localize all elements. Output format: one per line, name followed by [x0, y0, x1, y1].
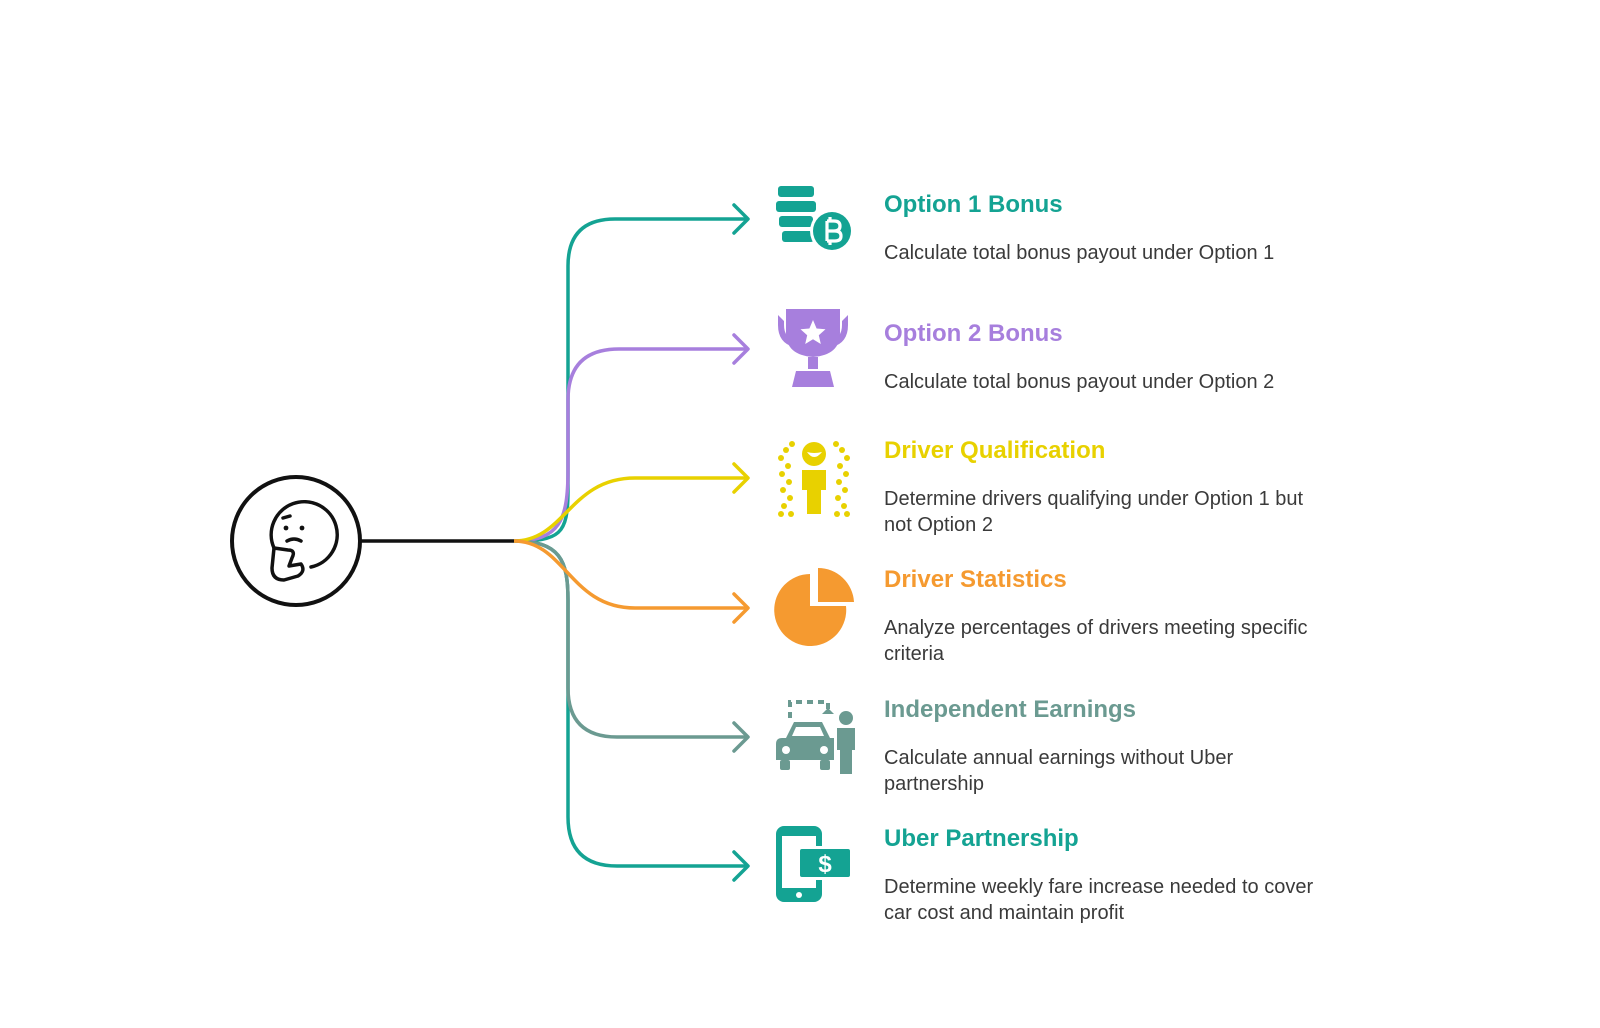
connector-driver-qualification — [513, 476, 748, 543]
arrowhead — [732, 592, 750, 624]
branch-independent-earnings: Independent Earnings Calculate annual ea… — [884, 695, 1324, 797]
branch-title: Independent Earnings — [884, 696, 1137, 723]
branch-driver-statistics: Driver Statistics Analyze percentages of… — [884, 565, 1324, 667]
branch-title: Option 1 Bonus — [884, 191, 1063, 218]
central-node — [230, 475, 362, 607]
arrowhead — [732, 721, 750, 753]
arrowhead — [732, 462, 750, 494]
connector-uber-partnership — [513, 539, 748, 868]
branch-description: Calculate total bonus payout under Optio… — [884, 371, 1275, 393]
person-highlight-icon — [778, 441, 850, 517]
branch-description: Determine weekly fare increase needed to… — [884, 876, 1314, 924]
branch-title: Uber Partnership — [884, 825, 1079, 852]
connector-option-1-bonus — [513, 217, 748, 543]
svg-text:$: $ — [818, 851, 832, 878]
branch-driver-qualification: Driver Qualification Determine drivers q… — [884, 436, 1324, 538]
arrowhead — [732, 203, 750, 235]
connector-option-2-bonus — [513, 347, 748, 543]
arrowhead — [732, 333, 750, 365]
car-driver-icon — [776, 700, 855, 774]
phone-dollar-icon: $ — [776, 826, 852, 902]
branch-option-1-bonus: Option 1 Bonus Calculate total bonus pay… — [884, 190, 1324, 266]
arrowhead — [732, 850, 750, 882]
branch-description: Analyze percentages of drivers meeting s… — [884, 617, 1308, 665]
connector-driver-statistics — [513, 539, 748, 610]
branch-description: Calculate annual earnings without Uber p… — [884, 747, 1234, 795]
branch-description: Calculate total bonus payout under Optio… — [884, 242, 1275, 264]
coin-stack-bitcoin-icon — [776, 186, 854, 253]
icons: $ — [774, 186, 855, 902]
branch-option-2-bonus: Option 2 Bonus Calculate total bonus pay… — [884, 319, 1324, 395]
connector-independent-earnings — [513, 539, 748, 739]
trophy-star-icon — [778, 309, 848, 387]
thinking-face-icon — [269, 499, 339, 582]
branch-description: Determine drivers qualifying under Optio… — [884, 488, 1304, 536]
branch-title: Option 2 Bonus — [884, 320, 1063, 347]
pie-chart-icon — [774, 567, 854, 646]
branch-title: Driver Qualification — [884, 437, 1106, 464]
connectors — [513, 203, 750, 882]
branch-uber-partnership: Uber Partnership Determine weekly fare i… — [884, 824, 1324, 926]
branch-title: Driver Statistics — [884, 566, 1067, 593]
